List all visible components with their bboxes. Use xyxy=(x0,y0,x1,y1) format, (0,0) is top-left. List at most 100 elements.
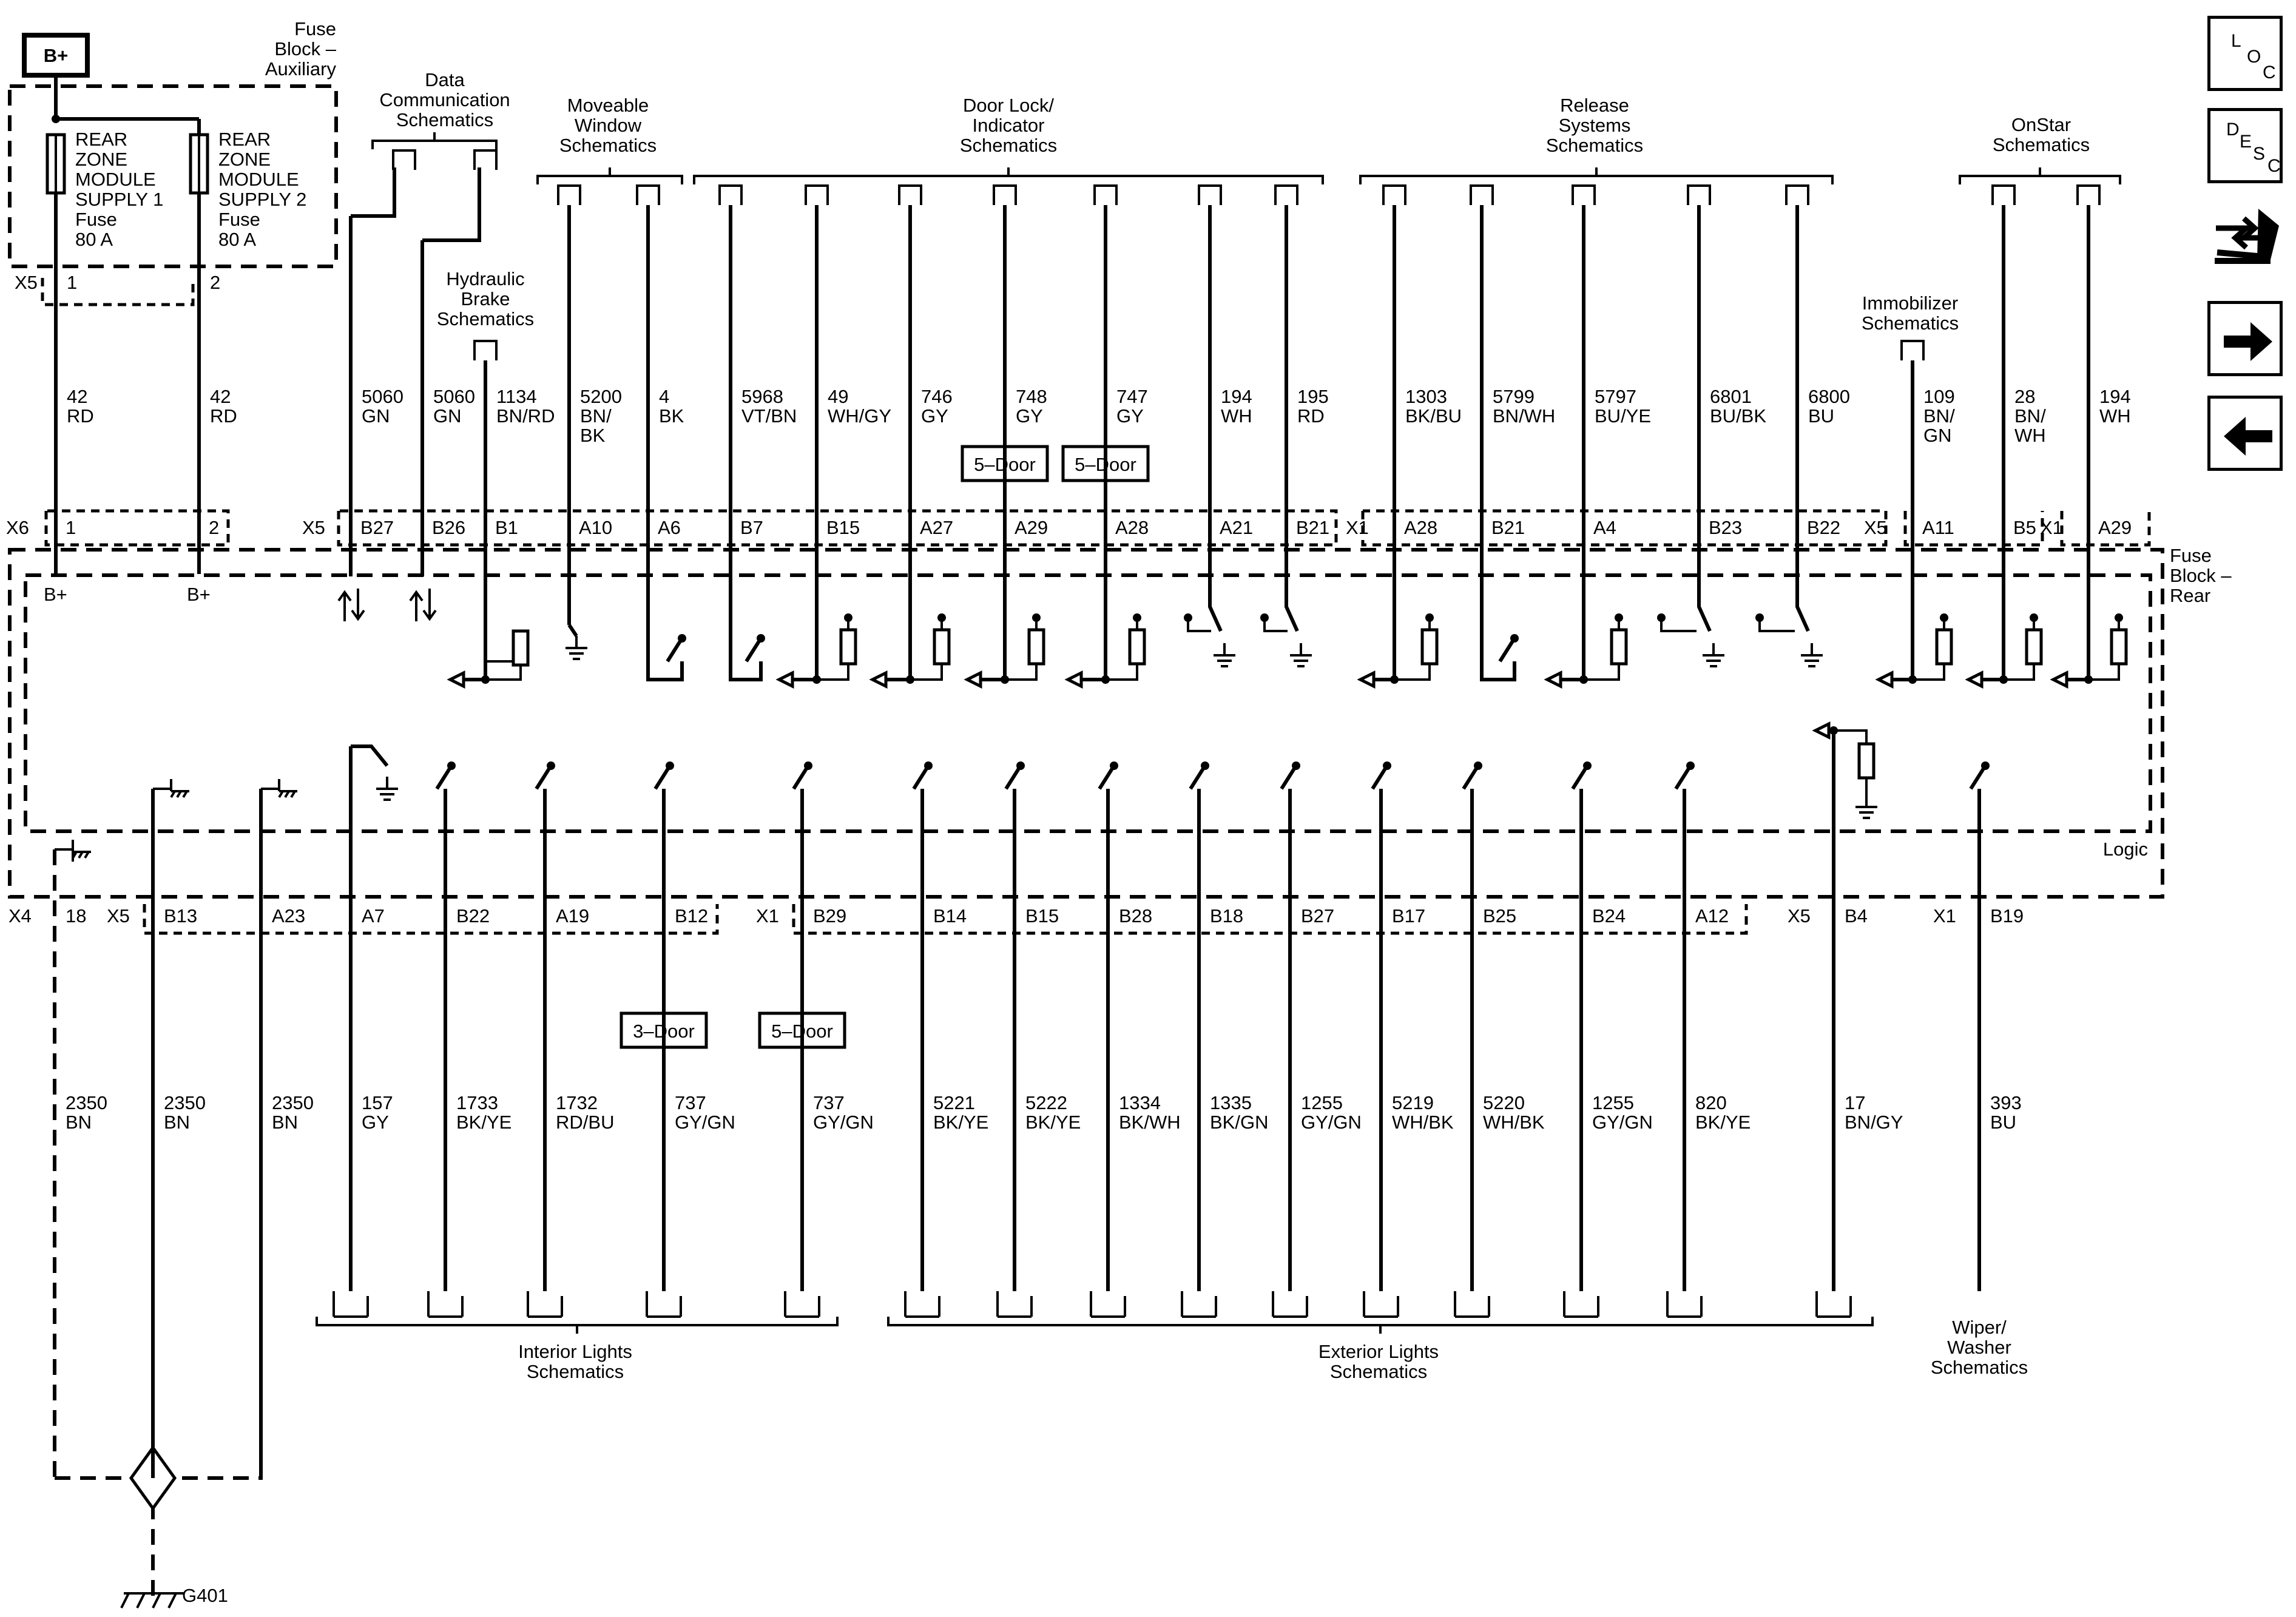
diagram-mark xyxy=(1913,664,1945,681)
wire-circuit-number: 5799 xyxy=(1493,386,1535,407)
connector-wrench-icon xyxy=(2215,209,2279,264)
nav-letter: O xyxy=(2247,47,2261,67)
resistor xyxy=(1128,628,1146,666)
junction-dot xyxy=(2030,613,2038,622)
chassis-ground-symbol xyxy=(261,779,297,798)
next-page-button[interactable] xyxy=(2207,301,2283,376)
pin-label: B7 xyxy=(740,517,763,538)
arrow-head xyxy=(1875,670,1894,689)
nav-letter: L xyxy=(2231,31,2241,51)
wire-color: BK/BU xyxy=(1405,405,1462,427)
pin-label: A10 xyxy=(579,517,612,538)
fuse-block-rear-label: Rear xyxy=(2170,585,2210,606)
wire-color: GY/GN xyxy=(813,1112,874,1133)
ground-symbol xyxy=(1703,643,1724,667)
wire-circuit-number: 1303 xyxy=(1405,386,1447,407)
terminal xyxy=(333,1291,369,1318)
wire-color: RD xyxy=(67,405,94,427)
resistor xyxy=(839,628,857,666)
junction-dot xyxy=(844,613,853,622)
terminal xyxy=(1991,184,2016,205)
ground-symbol xyxy=(1290,643,1312,667)
wire-color: BU/YE xyxy=(1595,405,1651,427)
pin-label: B14 xyxy=(933,905,967,927)
pin-label: A11 xyxy=(1922,517,1954,538)
junction-dot xyxy=(1184,613,1192,622)
fuse-block-rear-label: Block – xyxy=(2170,565,2232,586)
wire-color: BK/YE xyxy=(1025,1112,1081,1133)
schematic-group-label: Schematics xyxy=(437,308,534,329)
schematic-group-label: OnStar xyxy=(2011,114,2071,135)
pin-label: B5 xyxy=(2013,517,2036,538)
wire-circuit-number: 5060 xyxy=(362,386,403,407)
connector-label: X1 xyxy=(756,905,779,927)
schematic-group-label: Schematics xyxy=(960,135,1057,156)
junction-dot xyxy=(1583,761,1592,770)
pin-label: B23 xyxy=(1709,517,1742,538)
wire-color: GY/GN xyxy=(675,1112,735,1133)
wire-color: BN/ xyxy=(1923,405,1955,427)
junction-dot xyxy=(678,634,686,643)
pin-label: B15 xyxy=(826,517,860,538)
schematic-group-label: Immobilizer xyxy=(1862,292,1958,314)
diagram-mark xyxy=(1106,664,1138,681)
schematic-group-label: Schematics xyxy=(1931,1357,2028,1378)
fuse-block-auxiliary-outline xyxy=(8,84,338,268)
pin-label: A29 xyxy=(1015,517,1048,538)
fuse-label: 80 A xyxy=(75,229,113,250)
arrow-head xyxy=(2050,670,2068,689)
wire-circuit-number: 1255 xyxy=(1301,1092,1343,1113)
switch-contact xyxy=(653,765,672,790)
wire-color: BK/WH xyxy=(1119,1112,1181,1133)
pin-label: B18 xyxy=(1210,905,1243,927)
connector-view-button[interactable] xyxy=(2207,201,2283,277)
fuse-block-auxiliary-label: Auxiliary xyxy=(265,58,337,79)
internal-label: B+ xyxy=(187,584,211,605)
pin-label: B13 xyxy=(164,905,197,927)
wire xyxy=(1285,205,1299,632)
schematic-group-label: Communication xyxy=(379,89,510,110)
terminal xyxy=(1815,1291,1852,1318)
connector-label: X6 xyxy=(6,517,29,538)
terminal xyxy=(996,1291,1033,1318)
junction-dot xyxy=(1686,761,1695,770)
schematic-group-label: Wiper/ xyxy=(1952,1317,2007,1338)
ground-symbol xyxy=(1801,643,1823,667)
wire-color: GN xyxy=(433,405,462,427)
fuse-label: ZONE xyxy=(75,149,127,170)
terminal xyxy=(473,149,498,170)
wire-circuit-number: 5797 xyxy=(1595,386,1636,407)
connector-label: X5 xyxy=(107,905,130,927)
junction-dot xyxy=(1292,761,1300,770)
diagram-mark xyxy=(55,848,74,862)
previous-page-button[interactable] xyxy=(2207,396,2283,471)
connector-label: X5 xyxy=(15,272,38,293)
terminal xyxy=(1093,184,1118,205)
junction-dot xyxy=(1425,613,1434,622)
terminal xyxy=(1900,340,1925,360)
ground-symbol xyxy=(1214,643,1235,667)
diagram-mark xyxy=(1584,664,1620,681)
chassis-ground-symbol xyxy=(55,840,91,859)
terminal xyxy=(993,184,1017,205)
terminal xyxy=(427,1291,464,1318)
wire-color: BN/RD xyxy=(496,405,555,427)
junction-dot xyxy=(1755,613,1764,622)
wire-color: GY xyxy=(1116,405,1144,427)
diagram-mark xyxy=(1660,618,1697,632)
junction-dot xyxy=(804,761,812,770)
wire-color: GN xyxy=(1923,425,1952,446)
fuse-label: SUPPLY 1 xyxy=(75,189,163,210)
switch-contact xyxy=(1498,637,1516,663)
pin-label: 1 xyxy=(67,272,77,293)
wire-circuit-number: 2350 xyxy=(272,1092,314,1113)
wire-circuit-number: 737 xyxy=(813,1092,845,1113)
arrow-head xyxy=(1064,670,1083,689)
pin-label: A27 xyxy=(920,517,953,538)
pin-label: A29 xyxy=(2098,517,2132,538)
junction-dot xyxy=(447,761,456,770)
switch-contact xyxy=(1969,765,1987,790)
fuse-label: SUPPLY 2 xyxy=(218,189,306,210)
